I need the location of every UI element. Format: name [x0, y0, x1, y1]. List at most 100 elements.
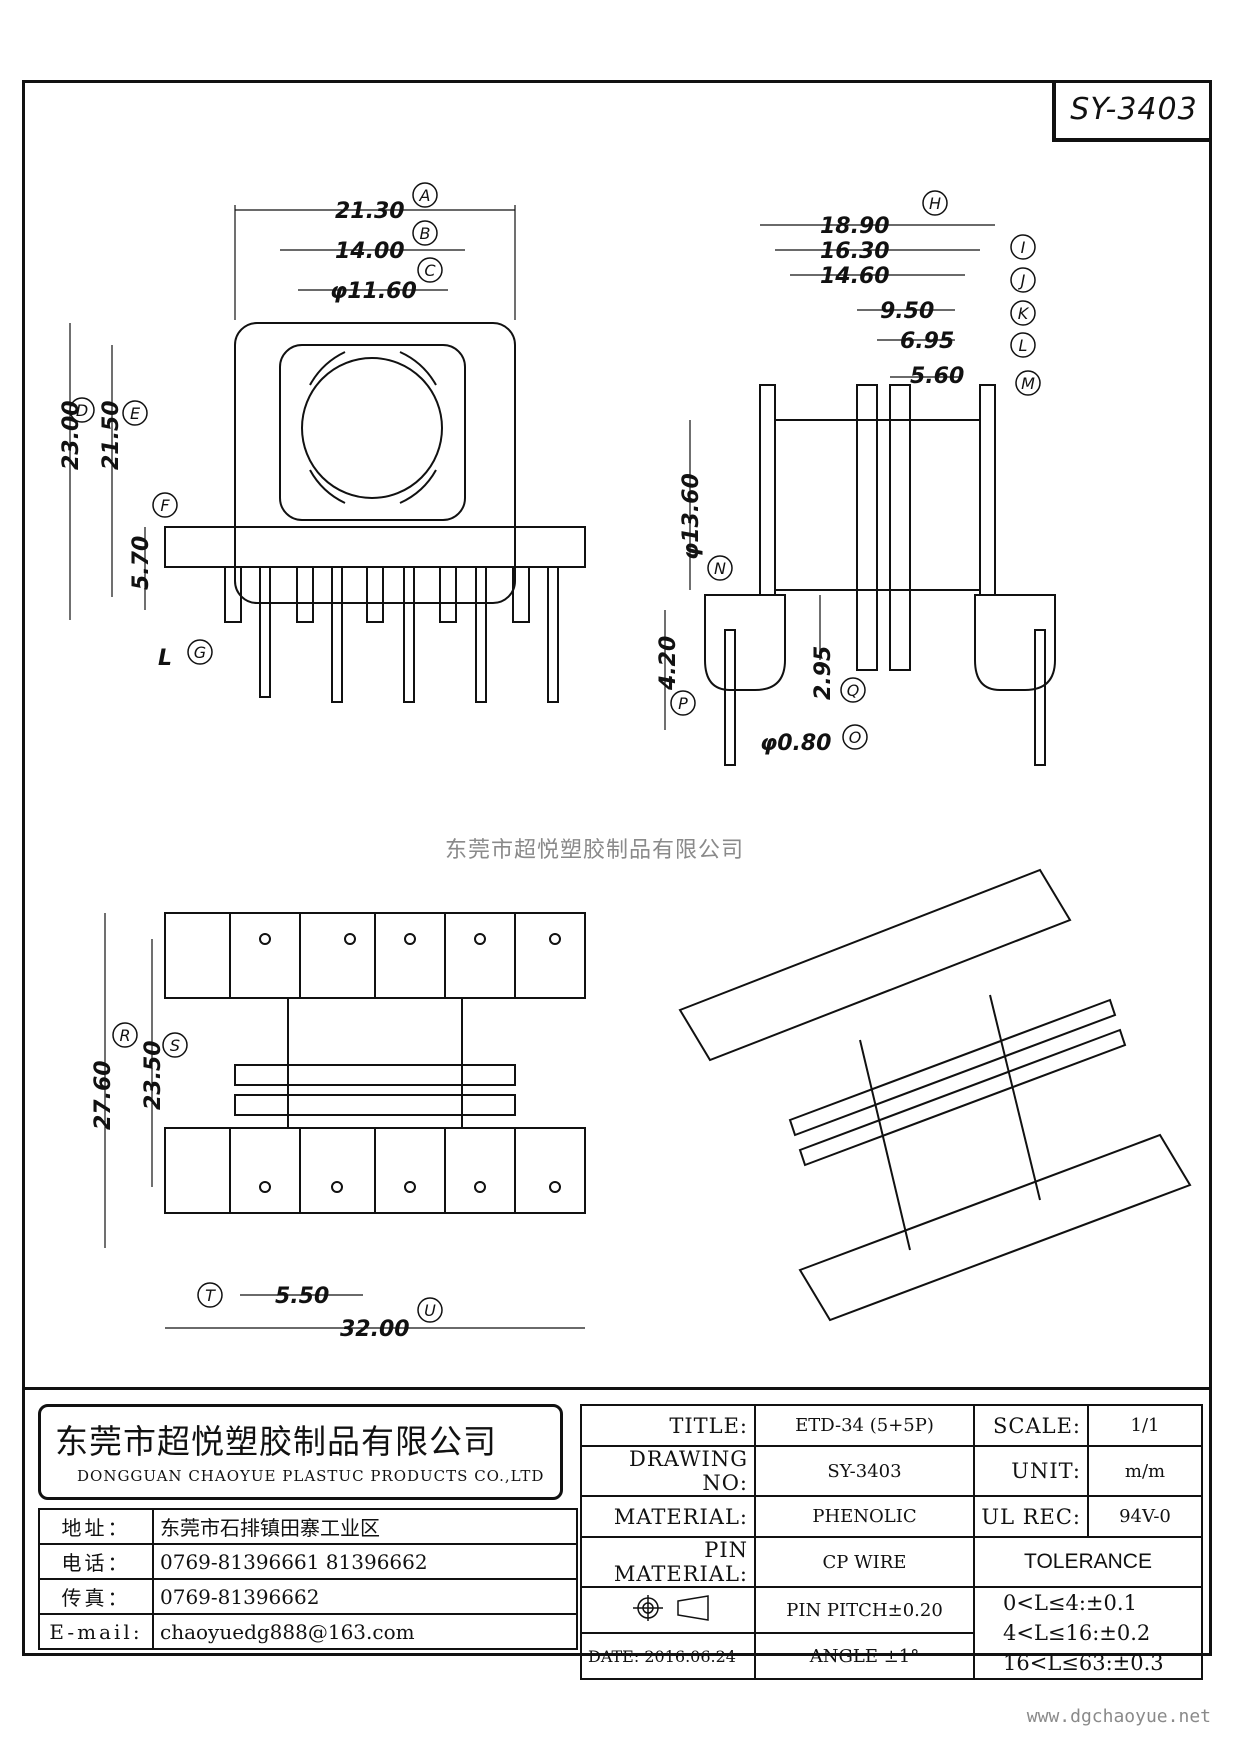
scale-value: 1/1 [1087, 1404, 1203, 1447]
callout-circle-m [1015, 370, 1041, 396]
pin-pitch: PIN PITCH±0.20 [754, 1586, 975, 1634]
spec-table: TITLE: ETD-34 (5+5P) SCALE: 1/1 DRAWING … [580, 1404, 1203, 1680]
callout-label-k: K [1018, 304, 1030, 323]
ul-value: 94V-0 [1087, 1495, 1203, 1538]
dim-u: 32.00 [340, 1317, 410, 1342]
dim-t: 5.50 [275, 1284, 329, 1309]
email-value: chaoyuedg888@163.com [152, 1613, 578, 1650]
callout-label-q: Q [847, 681, 860, 700]
pin-material-label: PIN MATERIAL: [580, 1536, 756, 1588]
dim-c: φ11.60 [330, 279, 417, 304]
callout-label-p: P [678, 694, 688, 713]
dim-g: L [158, 646, 172, 671]
callout-label-h: H [929, 194, 941, 213]
dim-k: 9.50 [880, 299, 934, 324]
callout-label-b: B [420, 224, 431, 243]
callout-circle-s [162, 1032, 188, 1058]
callout-label-e: E [130, 404, 141, 423]
callout-label-c: C [424, 261, 436, 280]
dim-n: φ13.60 [679, 473, 704, 560]
callout-circle-u [417, 1297, 443, 1323]
callout-circle-q [840, 677, 866, 703]
drawing-no-label: DRAWING NO: [580, 1445, 756, 1497]
callout-label-i: I [1021, 238, 1026, 257]
dim-a: 21.30 [335, 199, 405, 224]
callout-circle-n [707, 555, 733, 581]
unit-label: UNIT: [973, 1445, 1089, 1497]
callout-circle-i [1010, 234, 1036, 260]
dim-q: 2.95 [811, 646, 836, 700]
callout-label-g: G [194, 643, 206, 662]
fax-label: 传真： [38, 1578, 154, 1615]
dim-r: 27.60 [91, 1060, 116, 1130]
callout-circle-b [412, 220, 438, 246]
callout-label-o: O [849, 728, 862, 747]
company-name-en: DONGGUAN CHAOYUE PLASTUC PRODUCTS CO.,LT… [77, 1467, 545, 1485]
callout-circle-e [122, 400, 148, 426]
front-pins [224, 566, 559, 703]
dim-l: 6.95 [900, 329, 954, 354]
tolerance-2: 4<L≤16:±0.2 [1003, 1621, 1151, 1645]
company-box: 东莞市超悦塑胶制品有限公司 DONGGUAN CHAOYUE PLASTUC P… [38, 1404, 563, 1500]
title-block [22, 1387, 1212, 1656]
watermark: 东莞市超悦塑胶制品有限公司 [445, 838, 745, 863]
tolerance-1: 0<L≤4:±0.1 [1003, 1591, 1137, 1615]
dim-f: 5.70 [129, 536, 154, 590]
date-label: DATE: [588, 1646, 640, 1666]
pin-material-value: CP WIRE [754, 1536, 975, 1588]
callout-label-t: T [205, 1286, 216, 1305]
projection-symbol [580, 1586, 756, 1634]
company-name-cn: 东莞市超悦塑胶制品有限公司 [55, 1422, 497, 1461]
callout-circle-p [670, 690, 696, 716]
callout-label-r: R [119, 1026, 130, 1045]
dim-m: 5.60 [910, 364, 964, 389]
address-label: 地址： [38, 1508, 154, 1545]
callout-label-l: L [1019, 336, 1028, 355]
website: www.dgchaoyue.net [1026, 1706, 1211, 1727]
address-value: 东莞市石排镇田寨工业区 [152, 1508, 578, 1545]
contact-row: 电话：0769-81396661 81396662 [38, 1543, 578, 1580]
title-label: TITLE: [580, 1404, 756, 1447]
contact-row: E-mail:chaoyuedg888@163.com [38, 1613, 578, 1650]
callout-circle-j [1010, 267, 1036, 293]
dim-h: 18.90 [820, 214, 890, 239]
callout-label-u: U [424, 1301, 436, 1320]
dim-p: 4.20 [656, 636, 681, 691]
dim-j: 14.60 [820, 264, 890, 289]
callout-label-a: A [419, 186, 431, 205]
callout-circle-d [69, 397, 95, 423]
fax-value: 0769-81396662 [152, 1578, 578, 1615]
dim-o: φ0.80 [760, 731, 832, 756]
callout-circle-k [1010, 300, 1036, 326]
tolerance-values: 0<L≤4:±0.1 4<L≤16:±0.2 16<L≤63:±0.3 [973, 1586, 1203, 1680]
drawing-no-value: SY-3403 [754, 1445, 975, 1497]
callout-label-f: F [160, 496, 170, 515]
callout-label-d: D [76, 401, 88, 420]
tolerance-label: TOLERANCE [973, 1536, 1203, 1588]
callout-circle-r [112, 1022, 138, 1048]
contact-row: 传真：0769-81396662 [38, 1578, 578, 1615]
bottom-view [164, 912, 586, 1214]
email-label: E-mail: [38, 1613, 154, 1650]
callout-label-j: J [1018, 271, 1026, 290]
ul-label: UL REC: [973, 1495, 1089, 1538]
callout-circle-l [1010, 332, 1036, 358]
date-value: 2016.06.24 [644, 1646, 736, 1666]
dim-e: 21.50 [99, 400, 124, 470]
dim-d: 23.00 [59, 400, 84, 470]
callout-circle-a [412, 182, 438, 208]
front-view [164, 322, 586, 703]
callout-label-m: M [1021, 374, 1035, 393]
dim-s: 23.50 [141, 1040, 166, 1110]
phone-value: 0769-81396661 81396662 [152, 1543, 578, 1580]
unit-value: m/m [1087, 1445, 1203, 1497]
callout-circle-h [922, 190, 948, 216]
angle: ANGLE ±1° [754, 1632, 975, 1680]
material-label: MATERIAL: [580, 1495, 756, 1538]
contact-row: 地址：东莞市石排镇田寨工业区 [38, 1508, 578, 1545]
projection-icon [633, 1594, 709, 1621]
side-view [704, 384, 1056, 766]
callout-circle-o [842, 724, 868, 750]
